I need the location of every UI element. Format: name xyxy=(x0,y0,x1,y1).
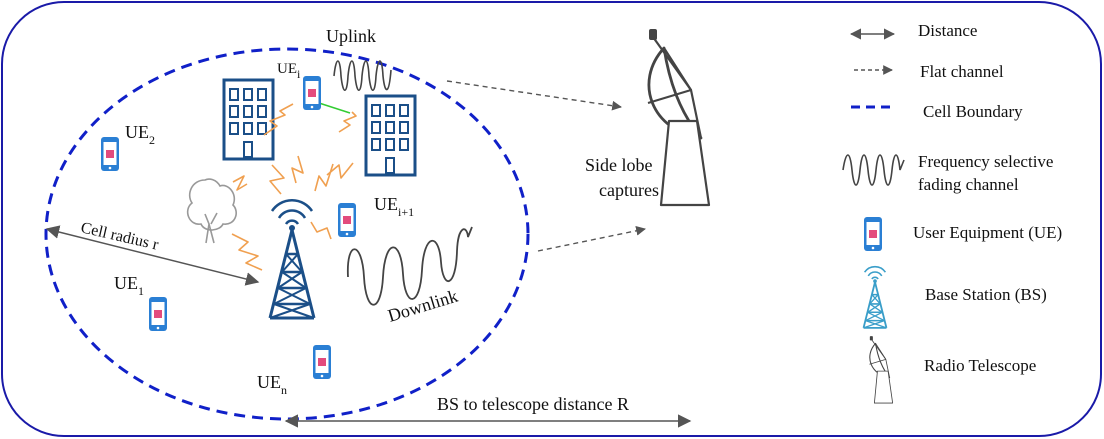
building-right xyxy=(364,94,417,177)
ue-i-label: UEi xyxy=(277,61,301,81)
side-lobe-label-line2: captures xyxy=(599,180,659,200)
ue-i1-label: UEi+1 xyxy=(374,194,414,219)
flat-channel-arrow-top xyxy=(446,80,622,111)
phone-icon xyxy=(864,217,882,251)
ue-n-label: UEn xyxy=(257,372,287,397)
tower-icon xyxy=(862,265,888,329)
wave-icon xyxy=(842,154,905,186)
legend-label-fading-line1: Frequency selective xyxy=(918,152,1053,171)
radio-telescope xyxy=(646,27,711,207)
building-left xyxy=(222,78,275,161)
bs-distance-label: BS to telescope distance R xyxy=(437,394,629,414)
ue-building-link xyxy=(318,102,351,114)
legend-label-flat-channel: Flat channel xyxy=(920,62,1004,81)
uplink-wave xyxy=(333,60,392,92)
flat-channel-arrow-bottom xyxy=(537,225,646,252)
ue-i-phone xyxy=(303,76,321,110)
base-station-tower xyxy=(268,198,316,320)
legend-label-ue: User Equipment (UE) xyxy=(913,223,1062,242)
legend-label-cell-boundary: Cell Boundary xyxy=(923,102,1023,121)
downlink-label: Downlink xyxy=(385,286,460,326)
side-lobe-label-line1: Side lobe xyxy=(585,155,653,175)
ue-n-phone xyxy=(313,345,331,379)
ue-2-label: UE2 xyxy=(125,122,155,147)
cell-radius-arrow xyxy=(45,225,260,286)
ue-1-phone xyxy=(149,297,167,331)
downlink-wave xyxy=(347,226,473,306)
legend-label-fading-line2: fading channel xyxy=(918,175,1019,194)
legend-label-telescope: Radio Telescope xyxy=(924,356,1036,375)
ue-1-label: UE1 xyxy=(114,273,144,298)
uplink-label: Uplink xyxy=(326,26,376,46)
ue-i1-phone xyxy=(338,203,356,237)
cell-radius-label: Cell radius r xyxy=(79,219,161,254)
telescope-icon xyxy=(868,335,894,404)
legend-label-distance: Distance xyxy=(918,21,977,40)
tree-icon xyxy=(186,178,237,244)
ue-2-phone xyxy=(101,137,119,171)
legend: Distance Flat channel Cell Boundary Freq… xyxy=(842,21,1062,404)
legend-label-bs: Base Station (BS) xyxy=(925,285,1047,304)
